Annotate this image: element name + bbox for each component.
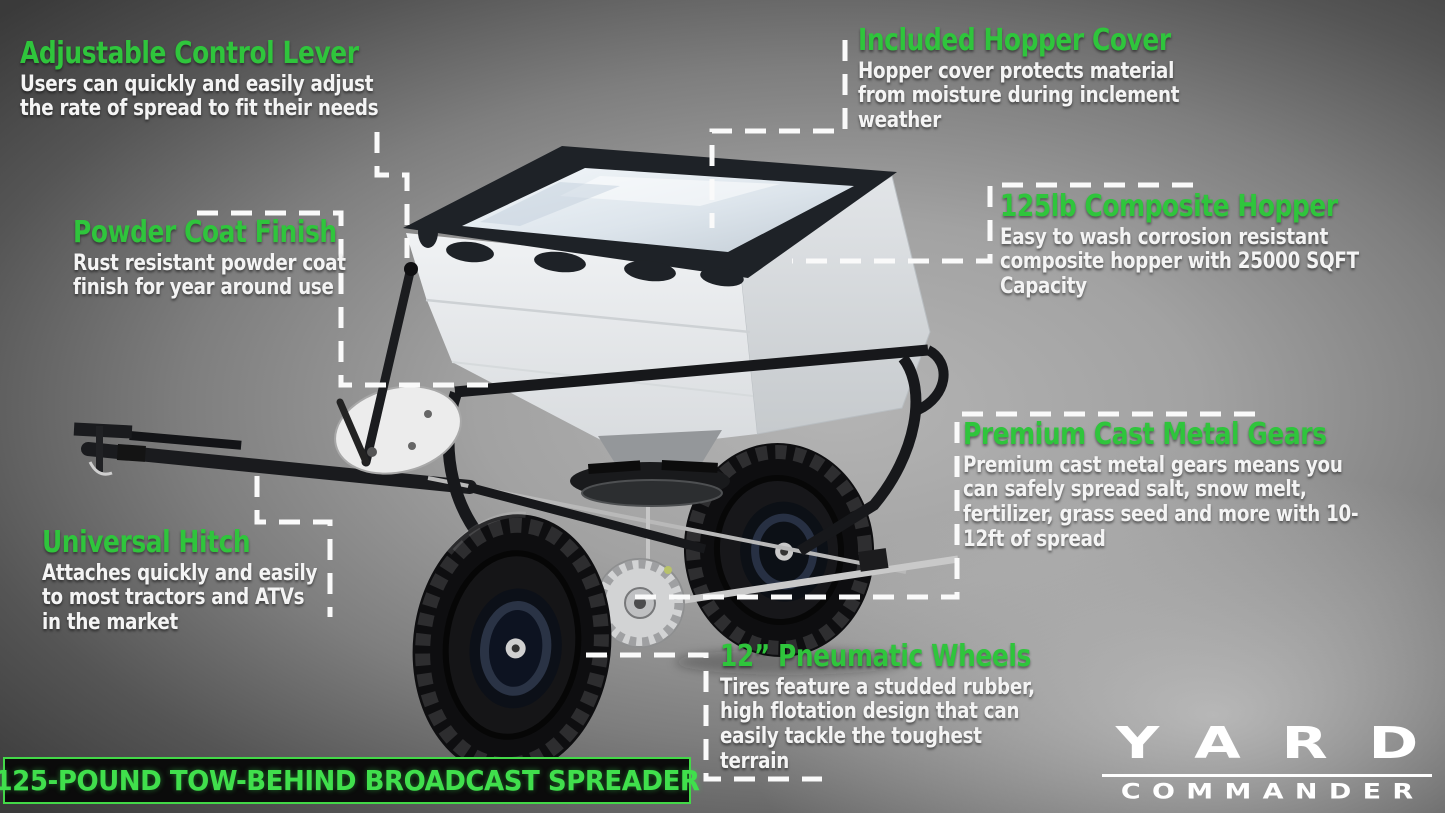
brand-logo-commander: COMMANDER xyxy=(1120,779,1425,805)
spreader-plate xyxy=(570,430,730,507)
callout-body: Tires feature a studded rubber, high flo… xyxy=(720,674,1035,775)
brand-logo-yard: YARD xyxy=(1115,718,1445,769)
callout-pneumatic-wheels: 12” Pneumatic Wheels Tires feature a stu… xyxy=(720,641,1052,775)
callout-universal-hitch: Universal Hitch Attaches quickly and eas… xyxy=(42,527,341,636)
callout-title: Premium Cast Metal Gears xyxy=(963,417,1327,452)
product-title-text: 125-POUND TOW-BEHIND BROADCAST SPREADER xyxy=(0,764,700,797)
callout-body: Premium cast metal gears means you can s… xyxy=(963,452,1359,553)
callout-title: Powder Coat Finish xyxy=(73,215,337,250)
callout-adjustable-control-lever: Adjustable Control Lever Users can quick… xyxy=(20,38,402,122)
callout-body: Easy to wash corrosion resistant composi… xyxy=(1000,224,1359,300)
callout-title: 12” Pneumatic Wheels xyxy=(720,639,1031,674)
callout-body: Hopper cover protects material from mois… xyxy=(858,58,1180,134)
callout-title: Included Hopper Cover xyxy=(858,23,1171,58)
callout-composite-hopper: 125lb Composite Hopper Easy to wash corr… xyxy=(1000,191,1382,300)
callout-title: Adjustable Control Lever xyxy=(20,36,359,71)
hitch-assembly xyxy=(73,422,477,494)
callout-body: Rust resistant powder coat finish for ye… xyxy=(73,250,346,301)
hopper xyxy=(403,146,931,450)
callout-body: Users can quickly and easily adjust the … xyxy=(20,71,379,122)
product-title-banner: 125-POUND TOW-BEHIND BROADCAST SPREADER xyxy=(0,757,700,804)
callout-title: Universal Hitch xyxy=(42,525,251,560)
brand-logo: YARD COMMANDER xyxy=(1100,722,1434,808)
brand-logo-divider xyxy=(1102,774,1432,777)
callout-premium-cast-metal-gears: Premium Cast Metal Gears Premium cast me… xyxy=(963,419,1370,553)
callout-body: Attaches quickly and easily to most trac… xyxy=(42,560,318,636)
callout-powder-coat-finish: Powder Coat Finish Rust resistant powder… xyxy=(73,217,372,301)
callout-included-hopper-cover: Included Hopper Cover Hopper cover prote… xyxy=(858,25,1207,134)
front-wheel xyxy=(412,511,612,776)
callout-title: 125lb Composite Hopper xyxy=(1000,189,1338,224)
